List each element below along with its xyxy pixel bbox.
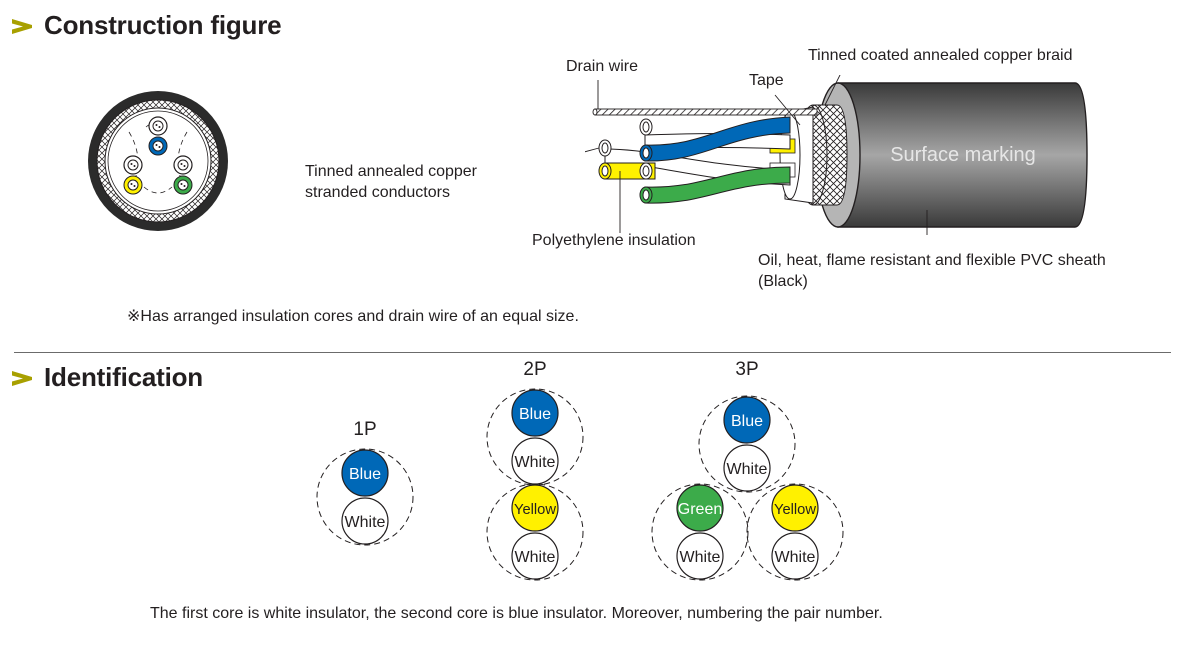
surface-marking-text: Surface marking xyxy=(890,144,1036,166)
pair-boundary xyxy=(651,483,749,581)
label-sheath: Oil, heat, flame resistant and flexible … xyxy=(758,252,1106,290)
chevron-right-icon xyxy=(12,18,32,34)
construction-note: ※Has arranged insulation cores and drain… xyxy=(127,308,579,325)
core-green xyxy=(676,484,724,532)
chevron-right-icon xyxy=(12,370,32,386)
core-yellow xyxy=(511,484,559,532)
cable-cross-section xyxy=(88,91,228,231)
core-white xyxy=(676,532,724,580)
core-label: White xyxy=(515,454,556,471)
core-green xyxy=(173,175,193,195)
core-blue xyxy=(511,389,559,437)
identification-heading: Identification xyxy=(12,362,203,393)
label-drain-wire: Drain wire xyxy=(566,58,639,75)
core-label: Yellow xyxy=(514,501,556,518)
identification-diagram: BlueWhiteBlueWhiteYellowWhiteBlueWhiteGr… xyxy=(316,388,844,581)
core-label: Yellow xyxy=(774,501,816,518)
group-title-1p: 1P xyxy=(353,419,377,440)
core-label: White xyxy=(775,549,816,566)
blue-core xyxy=(644,116,791,162)
core-drain xyxy=(148,116,168,136)
core-label: Blue xyxy=(349,466,381,483)
core-white-right xyxy=(173,155,193,175)
group-title-2p: 2P xyxy=(523,359,547,380)
construction-title: Construction figure xyxy=(44,10,282,40)
core-yellow xyxy=(771,484,819,532)
construction-heading: Construction figure xyxy=(12,10,282,41)
pair-boundary xyxy=(698,395,796,493)
group-title-3p: 3P xyxy=(735,359,759,380)
core-label: Blue xyxy=(519,406,551,423)
pair-boundary xyxy=(746,483,844,581)
core-yellow xyxy=(123,175,143,195)
section-divider xyxy=(14,352,1171,353)
core-white xyxy=(771,532,819,580)
core-white xyxy=(511,532,559,580)
pair-boundary xyxy=(486,483,584,581)
drain-wire xyxy=(592,108,818,116)
core-label: White xyxy=(515,549,556,566)
label-insulation: Polyethylene insulation xyxy=(532,232,696,249)
core-label: Green xyxy=(678,501,722,518)
core-blue xyxy=(341,449,389,497)
pair-boundary xyxy=(316,448,414,546)
core-white xyxy=(723,444,771,492)
core-label: Blue xyxy=(731,413,763,430)
cable-cutaway-illustration: Surface marking xyxy=(585,75,1088,235)
core-label: White xyxy=(727,461,768,478)
label-copper-braid: Tinned coated annealed copper braid xyxy=(808,47,1073,64)
core-blue xyxy=(723,396,771,444)
core-label: White xyxy=(680,549,721,566)
label-tape: Tape xyxy=(749,72,784,89)
core-blue xyxy=(148,136,168,156)
green-core xyxy=(644,166,791,204)
core-white-left xyxy=(123,155,143,175)
identification-footnote: The first core is white insulator, the s… xyxy=(150,605,883,622)
core-white xyxy=(341,497,389,545)
core-label: White xyxy=(345,514,386,531)
label-conductors: Tinned annealed copper stranded conducto… xyxy=(305,163,477,201)
identification-title: Identification xyxy=(44,362,203,392)
